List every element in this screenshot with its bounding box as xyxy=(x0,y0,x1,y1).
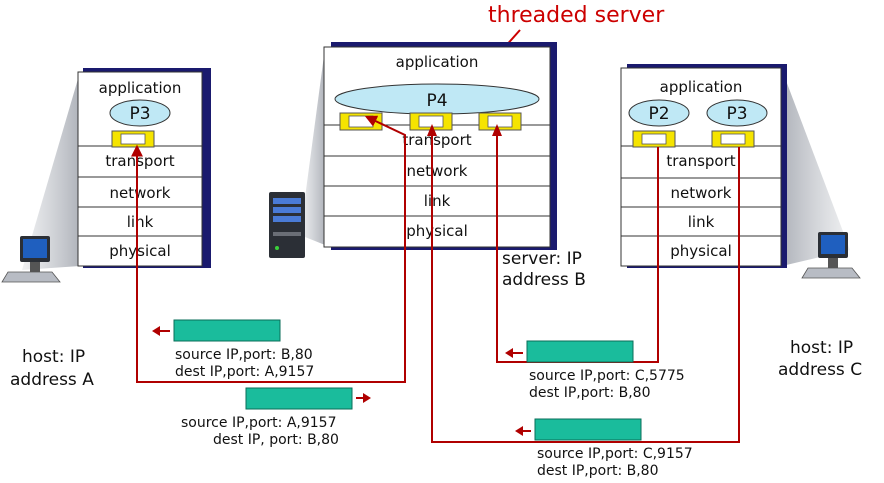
host-c-ip-label-line1: host: IP xyxy=(790,338,853,358)
server-layer-link: link xyxy=(424,192,451,210)
host-c-beam xyxy=(782,70,850,266)
connection-path-c-9157 xyxy=(431,130,740,443)
arrow-right-icon xyxy=(363,393,371,403)
host-a-ip-label-line1: host: IP xyxy=(22,347,85,367)
host-c-layer-physical: physical xyxy=(670,242,732,260)
host-c-layer-link: link xyxy=(688,213,715,231)
host-a-beam xyxy=(22,72,80,270)
host-a-layer-physical: physical xyxy=(109,242,171,260)
segment-b-to-a-dest: dest IP,port: A,9157 xyxy=(175,364,314,380)
server-ip-label-line2: address B xyxy=(502,270,586,290)
server-process-p4-label: P4 xyxy=(426,91,447,111)
arrowhead-icon xyxy=(492,124,502,136)
socket-icon xyxy=(632,130,676,148)
socket-icon xyxy=(478,112,522,131)
host-a-ip-label-line2: address A xyxy=(10,370,94,390)
host-c-process-p2-label: P2 xyxy=(648,104,669,124)
segment-c5775-to-b: source IP,port: C,5775 dest IP,port: B,8… xyxy=(505,340,685,401)
segment-c9157-source: source IP,port: C,9157 xyxy=(537,446,693,462)
segment-c5775-source: source IP,port: C,5775 xyxy=(529,368,685,384)
connection-path-a xyxy=(131,115,406,383)
server-tower-icon xyxy=(269,192,305,258)
diagram-title: threaded server xyxy=(488,3,665,28)
segment-a-to-b-source: source IP,port: A,9157 xyxy=(181,415,336,431)
segment-c9157-to-b: source IP,port: C,9157 dest IP,port: B,8… xyxy=(515,418,693,479)
arrowhead-icon xyxy=(427,124,437,136)
host-a-layer-network: network xyxy=(110,184,171,202)
server-layer-network: network xyxy=(407,162,468,180)
socket-icon xyxy=(111,130,155,148)
segment-c5775-dest: dest IP,port: B,80 xyxy=(529,385,651,401)
host-a-layer-transport: transport xyxy=(105,152,174,170)
computer-icon xyxy=(1,236,61,283)
segment-b-to-a: source IP,port: B,80 dest IP,port: A,915… xyxy=(152,319,314,380)
arrow-left-icon xyxy=(505,348,513,358)
host-c-ip-label-line2: address C xyxy=(778,360,862,380)
segment-b-to-a-source: source IP,port: B,80 xyxy=(175,347,313,363)
host-c-process-p3-label: P3 xyxy=(726,104,747,124)
host-c-layer-application: application xyxy=(660,78,743,96)
segment-a-to-b: source IP,port: A,9157 dest IP, port: B,… xyxy=(181,387,371,448)
host-a-layer-application: application xyxy=(99,79,182,97)
host-a: application P3 transport network link ph… xyxy=(1,68,211,283)
arrow-left-icon xyxy=(152,326,160,336)
segment-c9157-dest: dest IP,port: B,80 xyxy=(537,463,659,479)
segment-a-to-b-dest: dest IP, port: B,80 xyxy=(213,432,339,448)
host-a-layer-link: link xyxy=(127,213,154,231)
arrow-left-icon xyxy=(515,426,523,436)
host-c-process-p3 xyxy=(706,99,768,127)
host-c-layer-network: network xyxy=(671,184,732,202)
host-c-process-p2 xyxy=(628,99,690,127)
host-a-process-p3-label: P3 xyxy=(129,104,150,124)
server-layer-transport: transport xyxy=(402,131,471,149)
host-c: application P2 P3 transport network link… xyxy=(620,64,861,279)
server-host: application P4 transport network link ph… xyxy=(269,42,557,258)
host-c-layer-transport: transport xyxy=(666,152,735,170)
server-layer-application: application xyxy=(396,53,479,71)
server-ip-label-line1: server: IP xyxy=(502,249,582,269)
socket-icon xyxy=(711,130,755,148)
computer-icon xyxy=(801,232,861,279)
server-layer-physical: physical xyxy=(406,222,468,240)
